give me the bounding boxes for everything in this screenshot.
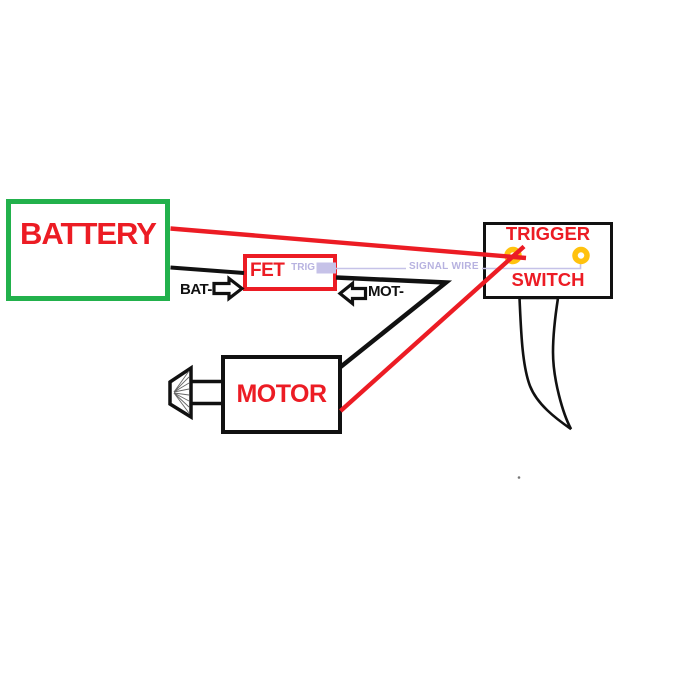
motor-shaft [190, 379, 224, 406]
terminal-right [572, 246, 590, 265]
bat-negative-label: BAT- [180, 281, 212, 298]
motor-gear-icon [168, 364, 193, 421]
mot-negative-arrow-icon [337, 280, 368, 307]
trigger-switch-label-bottom: SWITCH [511, 269, 585, 290]
trig-pad [316, 262, 336, 274]
mot-negative-label: MOT- [368, 283, 404, 300]
motor-label: MOTOR [236, 380, 327, 408]
trigger-blade [518, 296, 573, 431]
stray-mark [517, 476, 521, 479]
trigger-switch-label-top: TRIGGER [505, 223, 591, 244]
wire-fet-to-motor-negative [335, 275, 453, 369]
wire-battery-to-fet-negative [170, 265, 245, 275]
wire-battery-to-switch-positive [170, 226, 527, 261]
battery-box [6, 199, 170, 301]
fet-label: FET [250, 260, 285, 281]
battery-label: BATTERY [20, 216, 157, 251]
signal-wire-label: SIGNAL WIRE [406, 262, 482, 272]
motor-box [221, 355, 342, 434]
wire-switch-to-motor-positive [339, 244, 526, 413]
trig-pad-label: TRIG [291, 262, 315, 273]
bat-negative-arrow-icon [212, 275, 245, 302]
